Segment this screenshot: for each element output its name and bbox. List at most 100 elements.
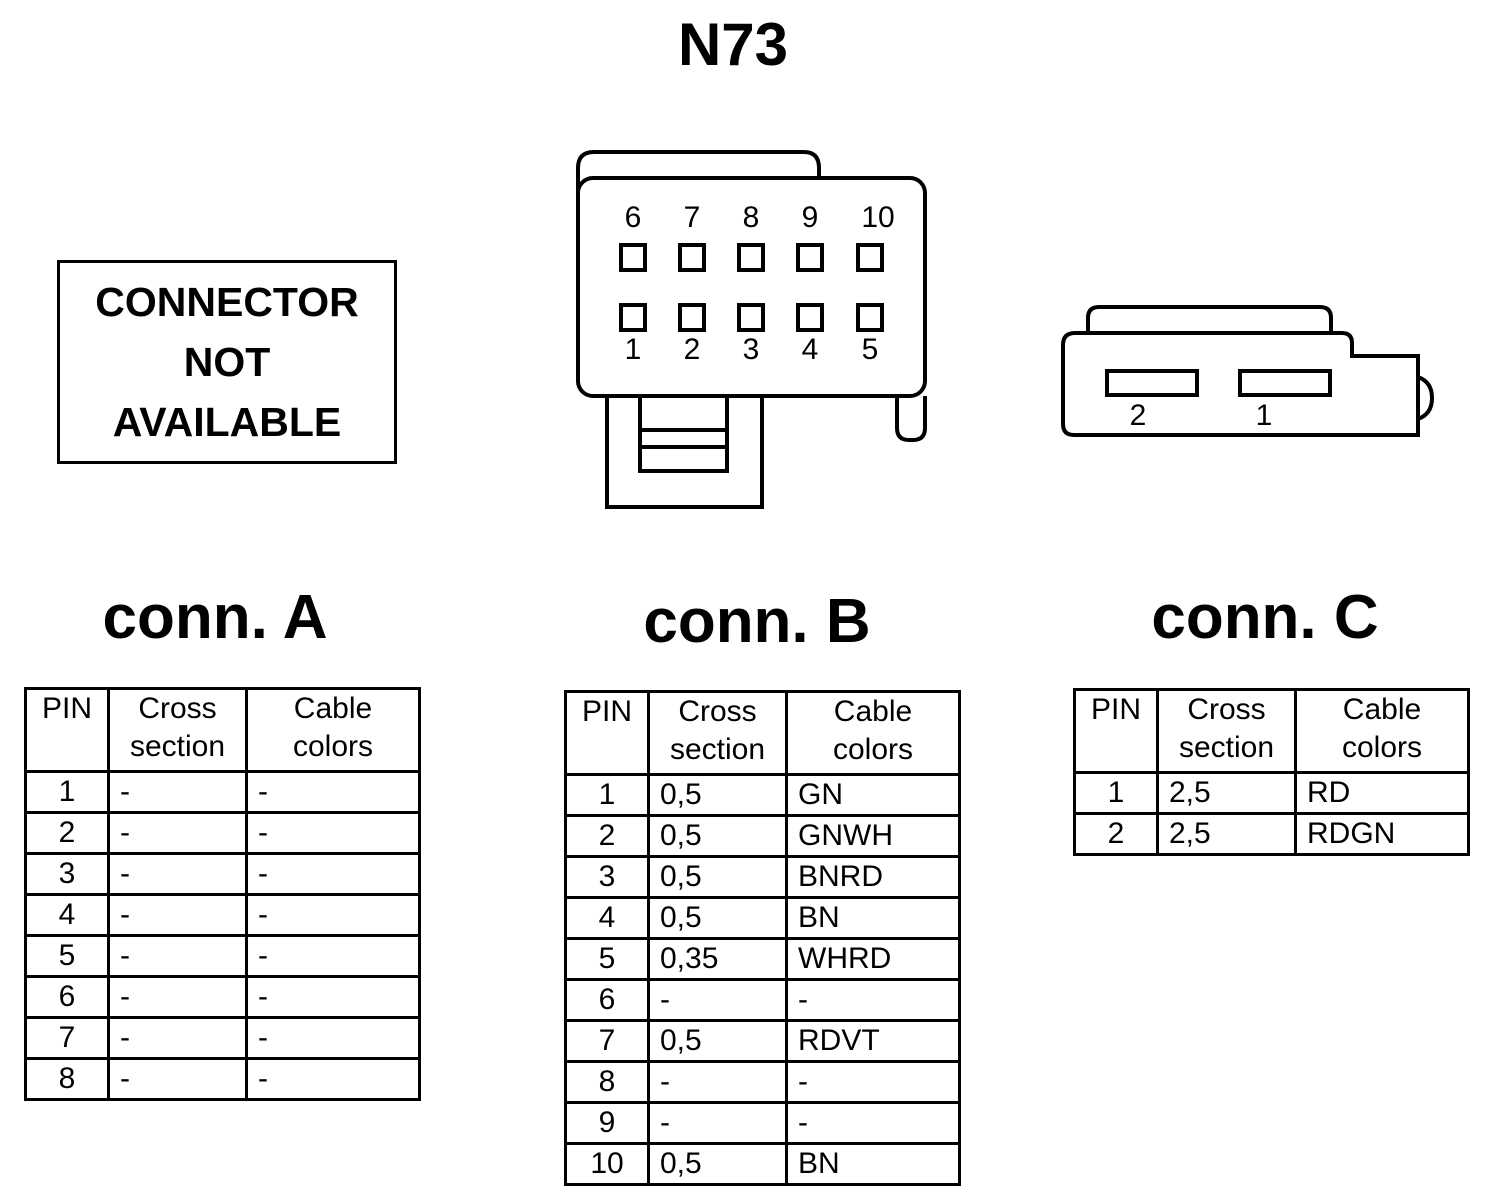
cross-section-cell: -: [107, 975, 248, 1019]
pin-cell: 1: [564, 773, 650, 817]
pin-cell: 2: [24, 811, 110, 855]
cable-color-cell: BN: [785, 1142, 961, 1186]
table-row: 4--: [24, 893, 421, 937]
not-available-line: CONNECTOR: [95, 279, 359, 325]
header-line: section: [129, 730, 226, 763]
pin-cavity: [678, 243, 706, 272]
table-row: 2--: [24, 811, 421, 855]
cross-section-cell: -: [647, 1101, 788, 1145]
cable-color-cell: -: [245, 893, 421, 937]
pin-cavity: [737, 243, 765, 272]
pin-cavity: [619, 303, 647, 332]
pin-cell: 1: [24, 770, 110, 814]
pin-cell: 2: [1073, 812, 1159, 856]
connector-b-pin-label: 10: [861, 201, 894, 234]
connector-b-pin-label: 8: [743, 201, 760, 234]
conn-b-title: conn. B: [643, 587, 871, 656]
connector-b-pin-label: 1: [625, 333, 642, 366]
connector-b-pin-label: 5: [862, 333, 879, 366]
pin-cell: 5: [564, 937, 650, 981]
header-line: colors: [1341, 731, 1423, 764]
pin-cavity: [619, 243, 647, 272]
cross-section-cell: -: [107, 1057, 248, 1101]
cable-color-cell: RDVT: [785, 1019, 961, 1063]
cable-color-cell: -: [785, 1060, 961, 1104]
header-line: colors: [292, 730, 374, 763]
cable-color-cell: -: [245, 934, 421, 978]
pin-cell: 7: [24, 1016, 110, 1060]
table-row: 3--: [24, 852, 421, 896]
header-line: section: [1178, 731, 1275, 764]
cross-section-cell: -: [107, 852, 248, 896]
cross-section-header: Cross section: [107, 687, 248, 773]
cross-section-cell: -: [107, 893, 248, 937]
pin-cell: 8: [564, 1060, 650, 1104]
pin-cavity: [856, 243, 884, 272]
connector-a-not-available-box: CONNECTOR NOT AVAILABLE: [57, 260, 397, 464]
cable-color-cell: WHRD: [785, 937, 961, 981]
header-line: Cross: [138, 692, 217, 725]
pin-cell: 2: [564, 814, 650, 858]
cable-color-cell: -: [785, 1101, 961, 1145]
pin-cavity: [796, 303, 824, 332]
cable-colors-header: Cable colors: [1294, 688, 1470, 774]
cable-color-cell: -: [785, 978, 961, 1022]
cross-section-header: Cross section: [647, 690, 788, 776]
cross-section-cell: 0,5: [647, 773, 788, 817]
cross-section-cell: -: [107, 1016, 248, 1060]
header-line: Cable: [1342, 693, 1422, 726]
connector-b-pin-label: 6: [625, 201, 642, 234]
cross-section-cell: -: [647, 1060, 788, 1104]
pin-cell: 4: [24, 893, 110, 937]
table-row: 9--: [564, 1101, 961, 1145]
cross-section-cell: -: [107, 811, 248, 855]
not-available-line: AVAILABLE: [112, 399, 342, 445]
cross-section-cell: 0,5: [647, 814, 788, 858]
header-line: Cross: [678, 695, 757, 728]
cross-section-cell: 0,5: [647, 855, 788, 899]
header-line: section: [669, 733, 766, 766]
pin-cavity: [678, 303, 706, 332]
cross-section-cell: -: [107, 934, 248, 978]
pin-cell: 3: [564, 855, 650, 899]
cable-color-cell: -: [245, 1016, 421, 1060]
pin-cell: 4: [564, 896, 650, 940]
connector-b-pin-label: 7: [684, 201, 701, 234]
cable-color-cell: RD: [1294, 771, 1470, 815]
cable-color-cell: -: [245, 852, 421, 896]
header-line: Cable: [293, 692, 373, 725]
pin-cell: 9: [564, 1101, 650, 1145]
connector-b-pin-label: 4: [802, 333, 819, 366]
header-line: Cable: [833, 695, 913, 728]
cable-color-cell: GNWH: [785, 814, 961, 858]
pin-cell: 6: [564, 978, 650, 1022]
cable-color-cell: RDGN: [1294, 812, 1470, 856]
cable-color-cell: -: [245, 770, 421, 814]
cross-section-cell: 2,5: [1156, 771, 1297, 815]
connector-c-drawing: [1061, 305, 1435, 437]
pin-cell: 8: [24, 1057, 110, 1101]
pin-cavity: [737, 303, 765, 332]
pin-cell: 7: [564, 1019, 650, 1063]
not-available-line: NOT: [183, 339, 271, 385]
pin-cell: 6: [24, 975, 110, 1019]
cross-section-cell: -: [647, 978, 788, 1022]
table-row: 8--: [564, 1060, 961, 1104]
pin-cell: 3: [24, 852, 110, 896]
cable-color-cell: -: [245, 811, 421, 855]
pin-cell: 1: [1073, 771, 1159, 815]
